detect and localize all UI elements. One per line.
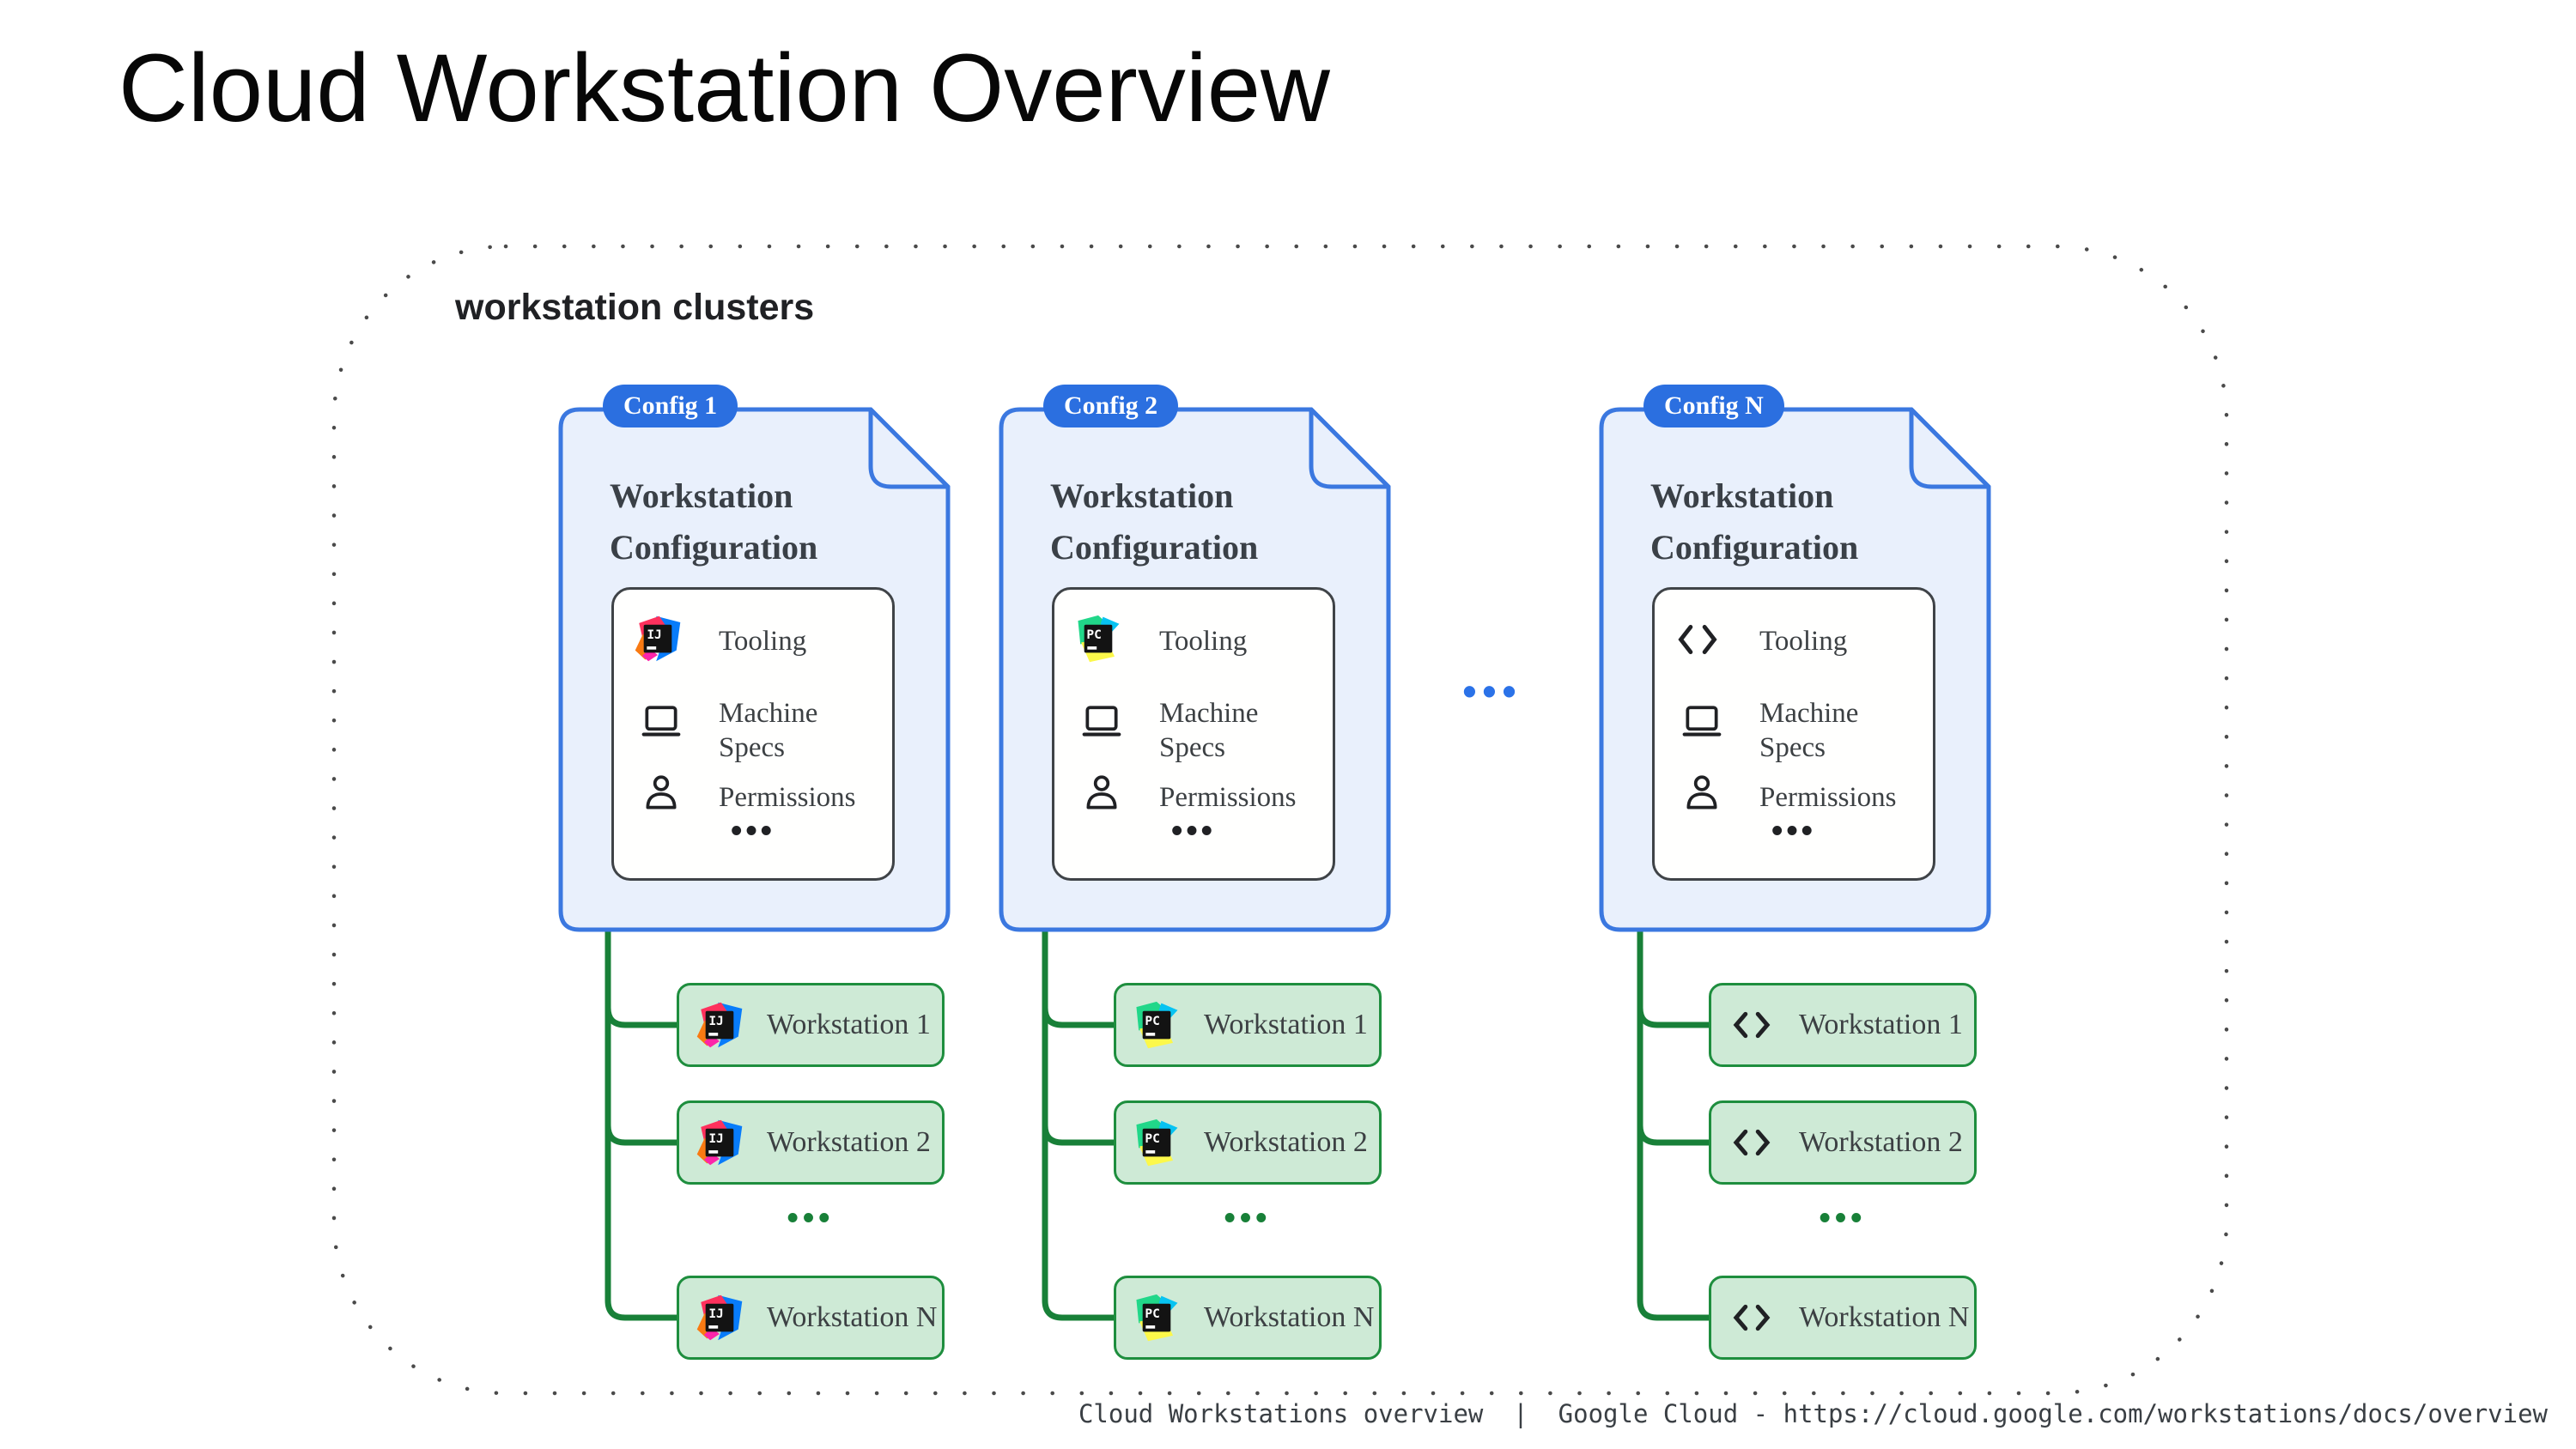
feature-tooling: Tooling [1159,626,1248,657]
person-icon [646,775,677,809]
folded-corner [1309,407,1391,489]
card-heading: Workstation Configuration [1650,476,1859,567]
more-workstations-ellipsis: ••• [1819,1200,1867,1236]
workstation-box: Workstation N [1709,1276,1977,1360]
more-items-ellipsis: ••• [731,813,775,849]
svg-text:IJ: IJ [708,1307,723,1321]
config-properties-box: Tooling Machine Specs Permissions ••• [1652,587,1935,881]
workstation-box: IJ Workstation N [677,1276,945,1360]
feature-machine-specs: Machine Specs [1759,698,1859,763]
svg-text:IJ: IJ [647,628,661,642]
feature-permissions: Permissions [719,782,856,813]
config-card-1: Config 1 Workstation Configuration IJ To… [558,385,951,932]
feature-tooling: Tooling [1759,626,1848,657]
workstation-label: Workstation 2 [1204,1126,1368,1158]
laptop-icon [641,706,681,737]
more-items-ellipsis: ••• [1171,813,1216,849]
more-workstations-ellipsis: ••• [1224,1200,1272,1236]
code-icon [1678,624,1717,655]
intellij-idea-icon: IJ [696,1002,743,1048]
config-badge: Config 1 [603,385,738,427]
svg-text:IJ: IJ [708,1015,723,1028]
pycharm-icon: PC [1136,1294,1178,1342]
card-heading: Workstation Configuration [610,476,818,567]
config-card-n: Config N Workstation Configuration Tooli… [1599,385,1991,932]
workstation-connector-tree-1 [605,927,682,1321]
workstation-label: Workstation 2 [1799,1126,1963,1158]
person-icon [1686,775,1717,809]
feature-permissions: Permissions [1759,782,1897,813]
workstation-connector-tree-2 [1042,927,1119,1321]
intellij-idea-icon: IJ [696,1119,743,1166]
intellij-idea-icon: IJ [696,1294,743,1341]
pycharm-icon: PC [1136,1001,1178,1049]
card-heading: Workstation Configuration [1050,476,1259,567]
pycharm-icon: PC [1136,1119,1178,1167]
workstation-label: Workstation 1 [767,1009,931,1040]
workstation-box: PC Workstation N [1114,1276,1382,1360]
workstation-label: Workstation N [1799,1301,1970,1333]
person-icon [1086,775,1117,809]
config-badge: Config 2 [1043,385,1179,427]
workstation-box: Workstation 1 [1709,983,1977,1067]
laptop-icon [1082,706,1121,737]
svg-text:PC: PC [1145,1015,1159,1028]
workstation-label: Workstation N [767,1301,938,1333]
config-properties-box: IJ Tooling Machine Specs Permissions ••• [611,587,895,881]
workstation-label: Workstation N [1204,1301,1375,1333]
workstation-label: Workstation 1 [1204,1009,1368,1040]
svg-text:PC: PC [1145,1307,1159,1321]
workstation-box: IJ Workstation 2 [677,1100,945,1185]
svg-text:PC: PC [1086,628,1101,642]
feature-tooling: Tooling [719,626,807,657]
config-properties-box: PC Tooling Machine Specs Permissions ••• [1052,587,1335,881]
config-badge: Config N [1643,385,1784,427]
pycharm-icon: PC [1078,615,1120,663]
workstation-connector-tree-n [1637,927,1714,1321]
folded-corner [1909,407,1991,489]
workstation-box: Workstation 2 [1709,1100,1977,1185]
svg-text:IJ: IJ [708,1132,723,1146]
workstation-label: Workstation 2 [767,1126,931,1158]
code-icon [1733,1129,1771,1156]
workstation-box: IJ Workstation 1 [677,983,945,1067]
workstation-box: PC Workstation 2 [1114,1100,1382,1185]
code-icon [1733,1011,1771,1039]
feature-machine-specs: Machine Specs [1159,698,1259,763]
cluster-label: workstation clusters [455,287,815,328]
workstation-box: PC Workstation 1 [1114,983,1382,1067]
svg-text:PC: PC [1145,1132,1159,1146]
feature-permissions: Permissions [1159,782,1297,813]
workstation-label: Workstation 1 [1799,1009,1963,1040]
page-title: Cloud Workstation Overview [118,34,1330,142]
intellij-idea-icon: IJ [635,615,681,662]
folded-corner [868,407,951,489]
config-card-2: Config 2 Workstation Configuration PC To… [999,385,1391,932]
laptop-icon [1682,706,1722,737]
feature-machine-specs: Machine Specs [719,698,818,763]
more-items-ellipsis: ••• [1771,813,1816,849]
code-icon [1733,1304,1771,1331]
source-caption: Cloud Workstations overview | Google Clo… [1078,1399,2548,1428]
more-workstations-ellipsis: ••• [787,1200,835,1236]
more-configs-ellipsis: ••• [1462,669,1522,713]
